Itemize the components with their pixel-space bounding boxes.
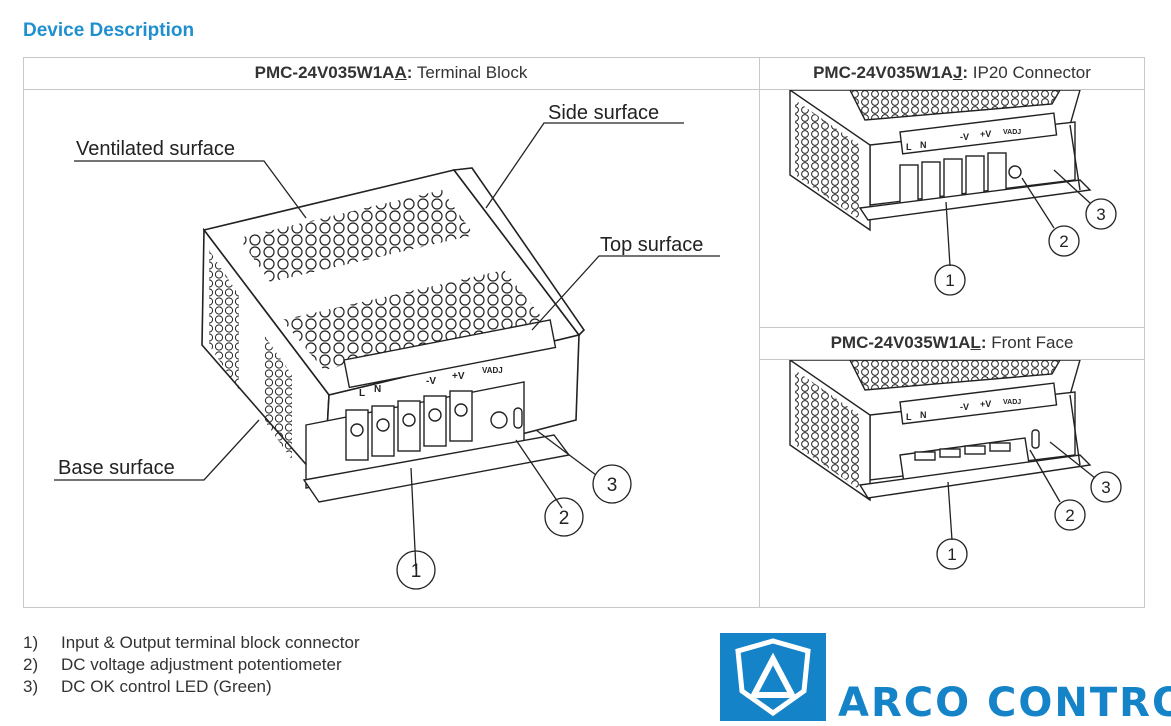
label-vadj: VADJ	[482, 366, 503, 375]
ip20-label-l: L	[906, 142, 912, 152]
panel-caption-ip20: PMC-24V035W1AJ: IP20 Connector	[813, 63, 1091, 82]
front-face-illustration: L N -V +V VADJ 1 2 3	[789, 360, 1122, 570]
note-item: 3)DC OK control LED (Green)	[23, 677, 272, 696]
panel-caption-terminal-block: PMC-24V035W1AA: Terminal Block	[254, 63, 528, 82]
label-ventilated-surface: Ventilated surface	[76, 138, 235, 160]
table-column-divider	[759, 57, 760, 608]
terminal-block-illustration: L N -V +V VADJ Ventilated surface Side s…	[54, 102, 720, 590]
description-table	[23, 57, 1145, 608]
front-callout-3: 3	[1101, 478, 1110, 497]
label-neg-v: -V	[426, 376, 436, 387]
ip20-callout-2: 2	[1059, 232, 1068, 251]
ip20-callout-1: 1	[945, 271, 954, 290]
label-top-surface: Top surface	[600, 234, 703, 256]
front-label-vadj: VADJ	[1003, 399, 1021, 406]
ip20-connector-illustration: L N -V +V VADJ 1 2 3	[789, 90, 1117, 296]
callout-3: 3	[607, 475, 618, 496]
section-title: Device Description	[23, 20, 195, 41]
top-vent-grille	[239, 190, 544, 370]
table-header-divider	[23, 89, 1145, 90]
brand-shield-icon	[720, 633, 826, 721]
component-notes: 1)Input & Output terminal block connecto…	[23, 632, 360, 698]
ip20-callout-3: 3	[1096, 205, 1105, 224]
front-callout-2: 2	[1065, 506, 1074, 525]
table-row-divider	[759, 327, 1145, 328]
ip20-label-neg-v: -V	[960, 132, 969, 142]
label-side-surface: Side surface	[548, 102, 659, 124]
label-l: L	[359, 388, 365, 399]
ip20-label-n: N	[920, 140, 927, 150]
ip20-label-pos-v: +V	[980, 129, 991, 139]
front-label-neg-v: -V	[960, 402, 969, 412]
front-label-pos-v: +V	[980, 399, 991, 409]
brand-name: ARCO CONTROL	[838, 680, 1171, 726]
ip20-label-vadj: VADJ	[1003, 129, 1021, 136]
label-base-surface: Base surface	[58, 457, 175, 479]
note-item: 2)DC voltage adjustment potentiometer	[23, 655, 342, 674]
callout-2: 2	[559, 508, 570, 529]
label-n: N	[374, 384, 381, 395]
front-callout-1: 1	[947, 545, 956, 564]
front-label-l: L	[906, 412, 912, 422]
label-pos-v: +V	[452, 371, 465, 382]
note-item: 1)Input & Output terminal block connecto…	[23, 633, 360, 652]
callout-1: 1	[411, 561, 422, 582]
front-label-n: N	[920, 410, 927, 420]
panel-caption-front-face: PMC-24V035W1AL: Front Face	[830, 333, 1074, 352]
